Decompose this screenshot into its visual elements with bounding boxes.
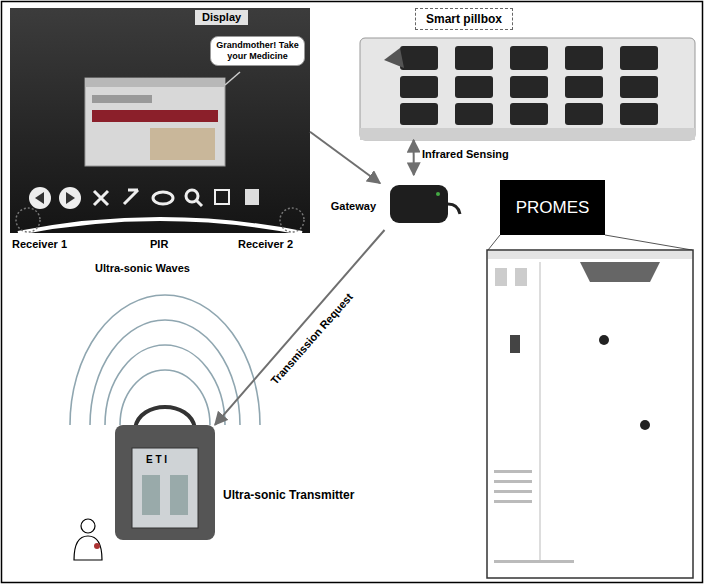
pillbox-side <box>360 128 695 140</box>
gateway-cable <box>448 204 460 214</box>
icon-search <box>196 200 202 206</box>
callout-line <box>605 235 692 250</box>
icon-prev <box>29 187 51 209</box>
sensor-label: PIR <box>150 238 168 251</box>
screenshot-widget <box>515 268 527 286</box>
transmitter-box: Ultra-sonic Transmitter <box>115 420 215 540</box>
open-lid <box>384 48 404 68</box>
app-banner <box>92 110 218 122</box>
icon-tool <box>124 190 138 204</box>
waves-label: Ultra-sonic Waves <box>95 262 190 275</box>
node-text: Grandmother! Take your Medicine <box>215 40 300 62</box>
bubble-pointer <box>225 72 240 85</box>
pill-cells <box>400 46 658 125</box>
gateway-led <box>436 192 440 196</box>
pillbox-box: Smart pillbox <box>360 38 695 140</box>
device-brand: E T I <box>146 453 167 466</box>
screenshot-widget <box>510 335 520 353</box>
promes-screenshot <box>487 250 693 578</box>
icon-tool <box>153 192 173 204</box>
transmitter-button <box>170 475 188 515</box>
display-panel: DisplayGrandmother! Take your Medicine <box>10 8 310 233</box>
gateway-device <box>390 185 448 223</box>
screenshot-map <box>580 262 660 282</box>
icon-doc <box>215 190 229 204</box>
node-text: Gateway <box>331 200 376 213</box>
app-window <box>85 78 225 166</box>
receiver-marker <box>16 208 40 232</box>
screenshot-rows <box>494 470 574 563</box>
edge-label: Infrared Sensing <box>420 148 511 161</box>
connector-arrow <box>413 140 415 175</box>
node-text: Display <box>195 10 248 25</box>
screenshot-divider <box>540 262 541 560</box>
app-image <box>150 128 215 160</box>
edge-label: Transmission Request <box>267 289 357 389</box>
icon-prev <box>35 192 44 204</box>
node-text: Ultra-sonic Transmitter <box>223 488 354 502</box>
transmitter-button <box>142 475 160 515</box>
pillbox-body <box>360 38 695 140</box>
screenshot-menubar <box>488 251 692 259</box>
node-text: PROMES <box>516 198 590 218</box>
receiver-label: Receiver 1 <box>12 238 67 251</box>
app-row <box>92 95 152 103</box>
icon-next <box>66 192 75 204</box>
display-screen <box>10 8 310 233</box>
speech-bubble: Grandmother! Take your Medicine <box>210 36 305 66</box>
receiver-label: Receiver 2 <box>238 238 293 251</box>
worn-tag <box>94 543 100 549</box>
transmitter-face <box>132 448 198 528</box>
icon-close <box>94 191 108 205</box>
screenshot-dot <box>640 420 650 430</box>
node-text: Smart pillbox <box>415 8 513 30</box>
icon-next <box>59 187 81 209</box>
lanyard <box>135 407 195 428</box>
receiver-marker <box>280 208 304 232</box>
connector-arrow <box>310 132 380 184</box>
promes-box: PROMES <box>500 180 605 235</box>
callout-line <box>488 235 500 250</box>
transmitter-body <box>115 425 215 540</box>
person-icon <box>74 536 102 560</box>
screenshot-dot <box>599 335 609 345</box>
pir-arc <box>18 219 302 233</box>
person-icon <box>81 519 95 533</box>
screenshot-widget <box>495 268 507 286</box>
connector-arrow <box>215 230 385 425</box>
app-titlebar <box>85 78 225 87</box>
icon-doc <box>245 189 259 205</box>
gateway-box: Gateway <box>380 175 455 230</box>
